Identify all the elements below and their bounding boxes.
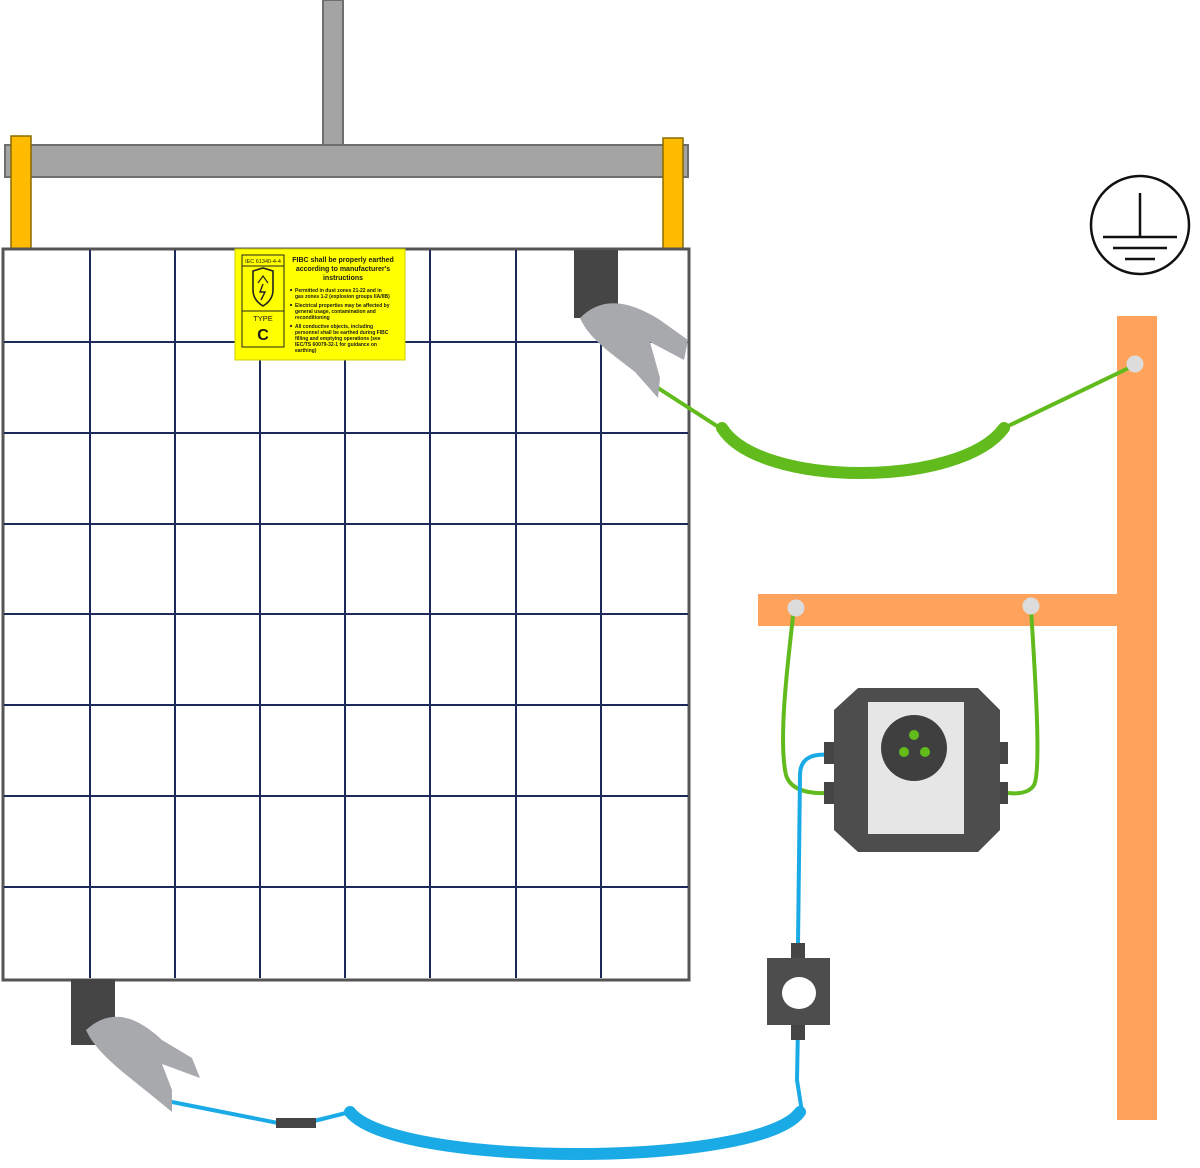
- svg-text:Electrical properties may be a: Electrical properties may be affected by: [295, 303, 390, 309]
- svg-text:general usage, contamination a: general usage, contamination and: [295, 309, 376, 315]
- label-heading-line-3: instructions: [323, 275, 363, 282]
- bus-terminal-right: [1022, 597, 1040, 615]
- label-type-letter: C: [257, 327, 269, 344]
- monitor-green-led-3: [920, 747, 930, 757]
- cable-sleeve: [276, 1118, 316, 1128]
- earth-bus-horizontal: [758, 594, 1118, 626]
- label-bullet-2: Electrical properties may be affected by…: [289, 303, 390, 321]
- top-earth-clamp: [580, 303, 688, 398]
- inline-connector: [767, 943, 830, 1040]
- bus-terminal-top: [1126, 355, 1144, 373]
- label-symbol-box: [241, 254, 285, 348]
- label-type-word: TYPE: [253, 314, 273, 323]
- svg-text:filling and emptying operation: filling and emptying operations (see: [295, 336, 381, 342]
- monitor-connector-right-top: [998, 742, 1008, 764]
- esd-shield-icon: [252, 267, 274, 307]
- label-heading-line-1: FIBC shall be properly earthed: [292, 257, 394, 264]
- svg-text:reconditioning: reconditioning: [295, 315, 330, 321]
- bag-grid: [4, 250, 688, 978]
- earth-ground-symbol-icon: [1089, 174, 1191, 276]
- bottom-earth-clamp: [86, 1016, 200, 1112]
- monitor-connector-left-bottom: [824, 782, 834, 804]
- right-yellow-strap: [662, 137, 684, 251]
- earth-bus: [758, 316, 1157, 1120]
- bus-terminal-left: [787, 599, 805, 617]
- label-bullet-1: Permitted in dust zones 21-22 and in gas…: [289, 288, 390, 300]
- label-standard: IEC 61340-4-4: [245, 259, 281, 265]
- svg-text:gas zones 1-2 (explosion group: gas zones 1-2 (explosion groups IIA/IIB): [295, 294, 390, 300]
- monitor-earth-wires: [781, 606, 1040, 796]
- earth-bus-vertical: [1117, 316, 1157, 1120]
- frame-vertical-rod: [322, 0, 344, 149]
- hanging-frame: [4, 0, 689, 251]
- green-earth-cable: [656, 363, 1137, 479]
- svg-text:All conductive objects, includ: All conductive objects, including: [295, 324, 373, 330]
- warning-label: IEC 61340-4-4 TYPE C FIBC shall be prope…: [234, 248, 406, 361]
- label-bullet-3: All conductive objects, including person…: [289, 324, 389, 354]
- left-yellow-strap: [10, 135, 32, 251]
- monitor-green-led-1: [909, 730, 919, 740]
- svg-text:personnel shall be earthed dur: personnel shall be earthed during FIBC: [295, 330, 389, 336]
- frame-horizontal-beam: [4, 144, 689, 178]
- monitor-connector-left-top: [824, 742, 834, 764]
- fibc-bag: IEC 61340-4-4 TYPE C FIBC shall be prope…: [1, 247, 691, 1045]
- monitor-indicator-socket: [881, 715, 947, 781]
- earth-monitor-device: [824, 688, 1008, 852]
- svg-text:earthing): earthing): [295, 348, 317, 354]
- svg-text:IEC/TS 60079-32-1 for guidance: IEC/TS 60079-32-1 for guidance on: [295, 342, 377, 348]
- monitor-connector-right-bottom: [998, 782, 1008, 804]
- monitor-green-led-2: [899, 747, 909, 757]
- inline-connector-button: [782, 977, 816, 1009]
- label-background: [234, 248, 406, 361]
- label-heading-line-2: according to manufacturer's: [296, 266, 390, 273]
- svg-text:Permitted in dust zones 21-22: Permitted in dust zones 21-22 and in: [295, 288, 382, 294]
